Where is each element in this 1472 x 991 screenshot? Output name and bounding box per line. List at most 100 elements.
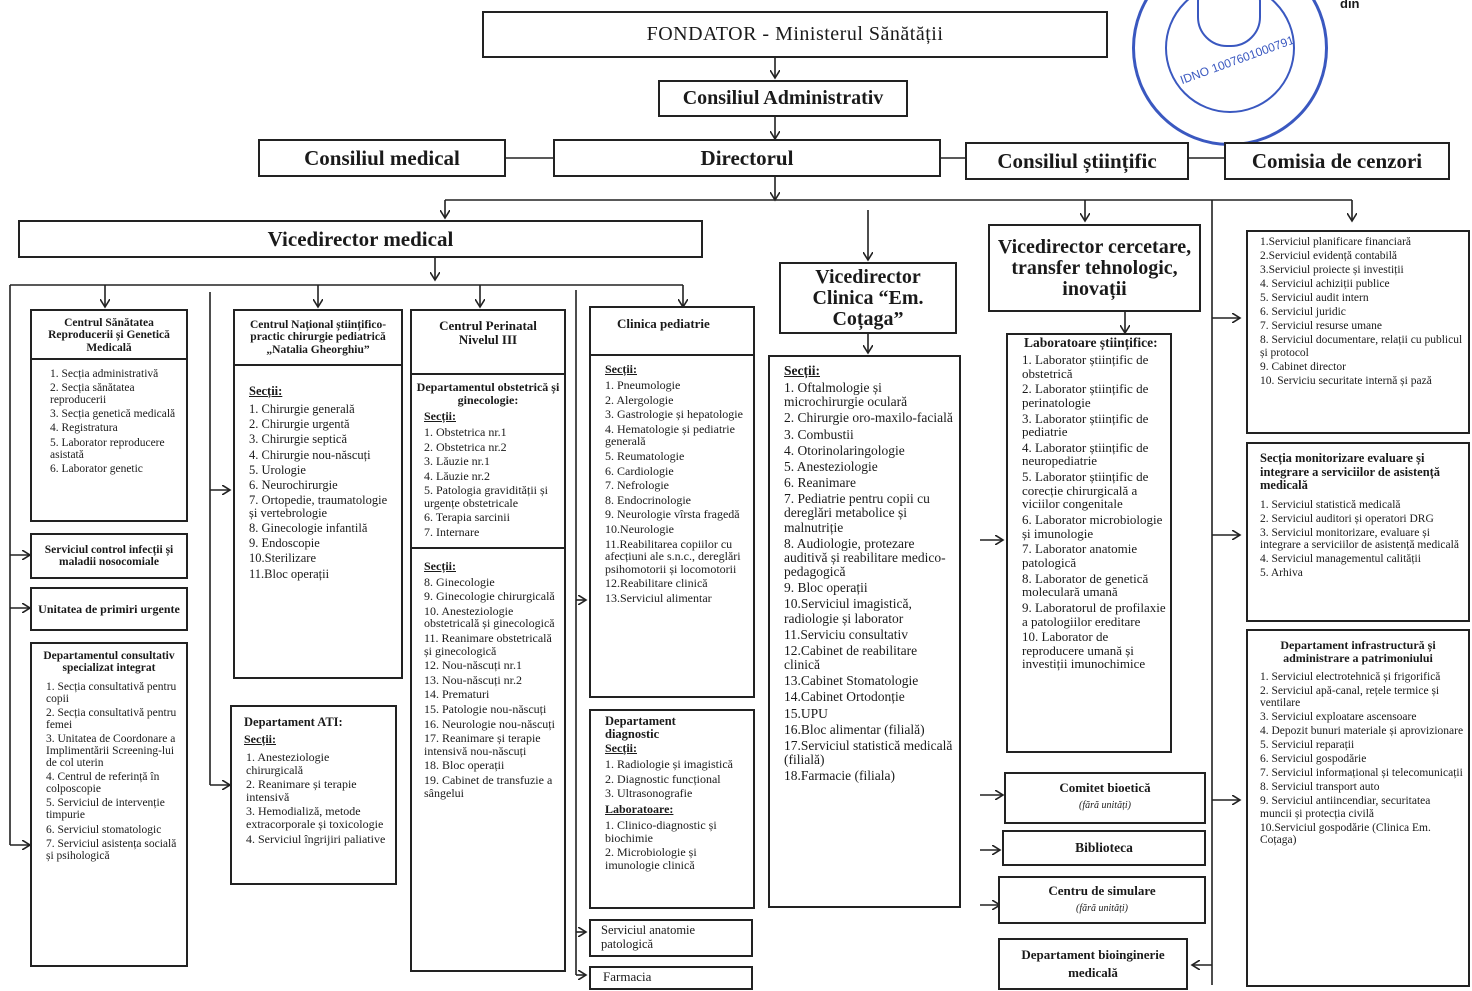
list-item: 11.Reabilitarea copiilor cu afecțiuni al… xyxy=(605,536,741,576)
list-item: 1. Secția consultativă pentru copii xyxy=(46,680,177,705)
list-item: 1. Obstetrica nr.1 xyxy=(424,424,507,439)
list-item: 7. Serviciul resurse umane xyxy=(1260,320,1382,333)
list-item: 5. Laborator științific de corecție chir… xyxy=(1022,469,1149,512)
list-item: 2. Secția consultativă pentru femei xyxy=(46,706,177,731)
centru-national-list: 1. Chirurgie generală 2. Chirurgie urgen… xyxy=(235,401,401,581)
list-item: 8. Laborator de genetică moleculară uman… xyxy=(1022,570,1149,600)
list-item: 13. Nou-născuți nr.2 xyxy=(424,672,522,687)
list-item: 8. Serviciul transport auto xyxy=(1260,781,1380,794)
list-item: 1. Anesteziologie chirurgicală xyxy=(246,750,330,777)
list-item: 4. Lăuzie nr.2 xyxy=(424,468,490,483)
list-item: 9. Laboratorul de profilaxie a patologii… xyxy=(1022,599,1166,629)
list-item: 3. Serviciul monitorizare, evaluare și i… xyxy=(1260,526,1459,551)
clinica-pediatrie-sectii-label: Secții: xyxy=(605,362,637,376)
list-item: 2. Obstetrica nr.2 xyxy=(424,439,507,454)
departament-infrastructura-title: Departament infrastructură și administra… xyxy=(1280,638,1436,665)
list-item: 11.Serviciu consultativ xyxy=(784,626,908,642)
list-item: 9. Bloc operații xyxy=(784,580,868,596)
clinica-pediatrie-list: 1. Pneumologie 2. Alergologie 3. Gastrol… xyxy=(591,379,753,605)
list-item: 1. Radiologie și imagistică xyxy=(605,757,733,772)
list-item: 6. Serviciul juridic xyxy=(1260,306,1346,319)
list-item: 6. Serviciul stomatologic xyxy=(46,823,162,836)
list-item: 11. Reanimare obstetricală și ginecologi… xyxy=(424,631,552,658)
list-item: 5. Serviciul de intervenție timpurie xyxy=(46,797,165,822)
list-item: 10.Neurologie xyxy=(605,521,674,536)
list-item: 8. Serviciul documentare, relații cu pub… xyxy=(1260,334,1463,359)
clinica-cotaga-list: 1. Oftalmologie și microchirurgie ocular… xyxy=(770,380,959,783)
list-item: 7. Internare xyxy=(424,525,480,540)
list-item: 4. Chirurgie nou-născuți xyxy=(249,447,371,462)
consiliul-administrativ-box: Consiliul Administrativ xyxy=(658,80,908,117)
vicedirector-medical-label: Vicedirector medical xyxy=(267,226,454,251)
list-item: 3. Laborator științific de pediatrie xyxy=(1022,410,1149,440)
list-item: 8. Endocrinologie xyxy=(605,492,691,507)
list-item: 2. Reanimare și terapie intensivă xyxy=(246,777,357,804)
departament-ati-title: Departament ATI: xyxy=(244,715,343,729)
corner-text: din xyxy=(1340,0,1360,11)
list-item: 11.Bloc operații xyxy=(249,566,330,581)
vicedirector-medical-box: Vicedirector medical xyxy=(18,220,703,258)
list-item: 2. Serviciul auditori și operatori DRG xyxy=(1260,512,1434,525)
serviciul-anatomie-box: Serviciul anatomie patologică xyxy=(589,919,753,957)
list-item: 3. Unitatea de Coordonare a Implimentări… xyxy=(46,733,176,770)
servicii-admin-box: 1.Serviciul planificare financiară 2.Ser… xyxy=(1246,230,1470,434)
list-item: 12.Reabilitare clinică xyxy=(605,576,708,591)
clinica-pediatrie-title: Clinica pediatrie xyxy=(591,308,753,356)
list-item: 2. Chirurgie oro-maxilo-facială xyxy=(784,410,953,426)
departament-diagnostic-lab-label: Laboratoare: xyxy=(605,802,674,817)
list-item: 6. Neurochirurgie xyxy=(249,477,338,492)
list-item: 1. Oftalmologie și microchirurgie ocular… xyxy=(784,380,908,410)
consiliul-stiintific-box: Consiliul științific xyxy=(965,142,1189,180)
list-item: 6. Serviciul gospodărie xyxy=(1260,753,1367,766)
laboratoare-stiintifice-list: 1. Laborator științific de obstetrică 2.… xyxy=(1008,353,1170,671)
list-item: 6. Terapia sarcinii xyxy=(424,510,510,525)
departament-diagnostic-sectii-label: Secții: xyxy=(605,741,637,756)
centru-sanatatea-box: Centrul Sănătatea Reproducerii și Geneti… xyxy=(30,309,188,522)
list-item: 3. Combustii xyxy=(784,426,854,442)
list-item: 13.Cabinet Stomatologie xyxy=(784,673,919,689)
stamp-inner-ring xyxy=(1165,0,1295,113)
departament-diagnostic-title: Departament diagnostic xyxy=(605,714,676,742)
centru-simulare-box: Centru de simulare (fără unități) xyxy=(998,876,1206,924)
centru-perinatal-sectii2-label: Secții: xyxy=(424,558,456,573)
vicedirector-clinica-box: Vicedirector Clinica “Em. Coțaga” xyxy=(779,262,957,334)
list-item: 1. Pneumologie xyxy=(605,378,681,392)
list-item: 10. Serviciu securitate internă și pază xyxy=(1260,374,1432,387)
list-item: 4. Serviciul îngrijiri paliative xyxy=(246,831,386,846)
laboratoare-stiintifice-title: Laboratoare științifice: xyxy=(1024,335,1158,350)
list-item: 16.Bloc alimentar (filială) xyxy=(784,721,925,737)
list-item: 4. Serviciul managementul calității xyxy=(1260,552,1421,565)
list-item: 13.Serviciul alimentar xyxy=(605,590,712,605)
list-item: 17. Reanimare și terapie intensivă nou-n… xyxy=(424,731,541,758)
list-item: 10.Serviciul imagistică, radiologie și l… xyxy=(784,596,912,626)
biblioteca-box: Biblioteca xyxy=(1002,830,1206,866)
list-item: 8. Ginecologie xyxy=(424,574,495,589)
list-item: 6. Laborator microbiologie și imunologie xyxy=(1022,512,1163,541)
vicedirector-cercetare-label: Vicedirector cercetare, transfer tehnolo… xyxy=(997,235,1192,300)
list-item: 5. Reumatologie xyxy=(605,448,685,463)
list-item: 7. Pediatrie pentru copii cu dereglări m… xyxy=(784,491,930,535)
list-item: 1. Serviciul electrotehnică și frigorifi… xyxy=(1260,670,1441,683)
list-item: 12.Cabinet de reabilitare clinică xyxy=(784,642,918,673)
comitet-bioetica-note: (fără unități) xyxy=(1079,800,1131,811)
sectia-monitorizare-box: Secția monitorizare evaluare și integrar… xyxy=(1246,442,1470,622)
list-item: 15. Patologie nou-născuți xyxy=(424,702,547,716)
servicii-admin-list: 1.Serviciul planificare financiară 2.Ser… xyxy=(1248,232,1468,387)
list-item: 18. Bloc operații xyxy=(424,758,505,773)
list-item: 4. Serviciul achiziții publice xyxy=(1260,278,1390,291)
list-item: 12. Nou-născuți nr.1 xyxy=(424,658,522,673)
list-item: 5. Laborator reproducere asistată xyxy=(50,436,165,461)
sectia-monitorizare-title: Secția monitorizare evaluare și integrar… xyxy=(1260,451,1441,492)
fondator-box: FONDATOR - Ministerul Sănătății xyxy=(482,11,1108,58)
list-item: 10.Sterilizare xyxy=(249,551,316,566)
sectia-monitorizare-list: 1. Serviciul statistică medicală 2. Serv… xyxy=(1248,497,1468,579)
farmacia-box: Farmacia xyxy=(589,966,753,990)
list-item: 3.Serviciul proiecte și investiții xyxy=(1260,264,1404,277)
list-item: 4. Registratura xyxy=(50,422,118,435)
departament-diagnostic-labs: 1. Clinico-diagnostic și biochimie 2. Mi… xyxy=(591,819,753,871)
centru-simulare-note: (fără unități) xyxy=(1076,903,1128,914)
list-item: 19. Cabinet de transfuzie a sângelui xyxy=(424,772,553,800)
stamp-emblem-icon xyxy=(1197,0,1261,47)
list-item: 6. Laborator genetic xyxy=(50,462,143,475)
